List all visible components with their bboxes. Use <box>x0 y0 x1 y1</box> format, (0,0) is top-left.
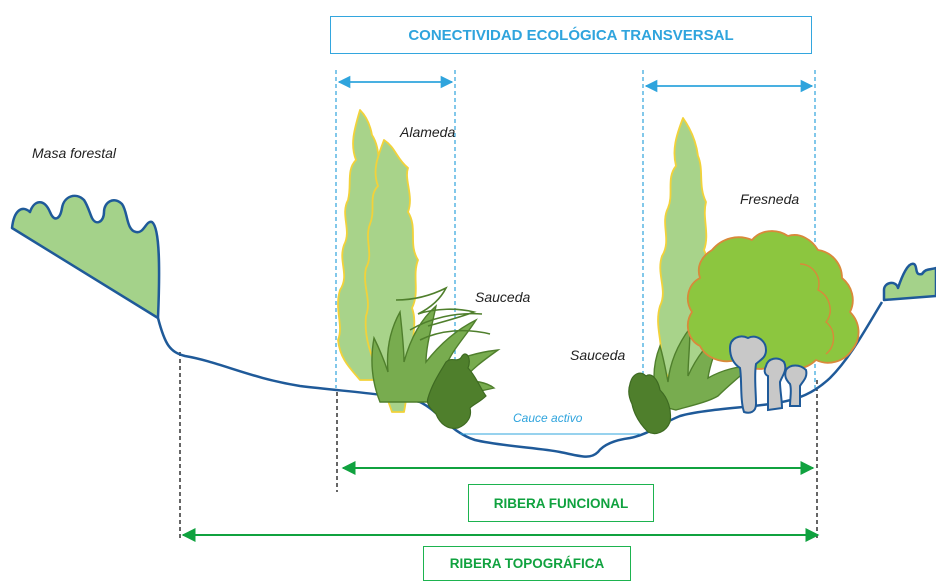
willow-group-left <box>371 286 501 429</box>
connectivity-guides <box>335 70 816 388</box>
forest-mass-right <box>882 262 936 302</box>
ribera-topografica-label: RIBERA TOPOGRÁFICA <box>423 546 631 581</box>
label-masa-forestal: Masa forestal <box>32 145 117 161</box>
poplar-tree <box>364 139 419 413</box>
ash-tree <box>686 230 860 414</box>
label-sauceda-right: Sauceda <box>570 347 626 363</box>
limit-lines <box>179 352 818 540</box>
poplar-group-left <box>337 109 419 413</box>
dark-willow-clump <box>426 353 487 429</box>
ribera-funcional-label: RIBERA FUNCIONAL <box>468 484 654 522</box>
label-fresneda: Fresneda <box>740 191 800 207</box>
label-sauceda-left: Sauceda <box>475 289 531 305</box>
label-cauce-activo: Cauce activo <box>513 411 583 425</box>
forest-mass-left <box>10 194 161 320</box>
connectivity-title: CONECTIVIDAD ECOLÓGICA TRANSVERSAL <box>330 16 812 54</box>
dark-willow-clump <box>628 372 672 435</box>
ash-canopy-detail <box>799 263 835 355</box>
trunk <box>784 364 808 407</box>
trunk <box>728 335 768 414</box>
ash-canopy <box>686 230 860 370</box>
willow-bush <box>395 286 491 341</box>
label-alameda: Alameda <box>400 124 456 140</box>
trunk <box>763 357 787 412</box>
willow-group-right <box>628 325 754 435</box>
